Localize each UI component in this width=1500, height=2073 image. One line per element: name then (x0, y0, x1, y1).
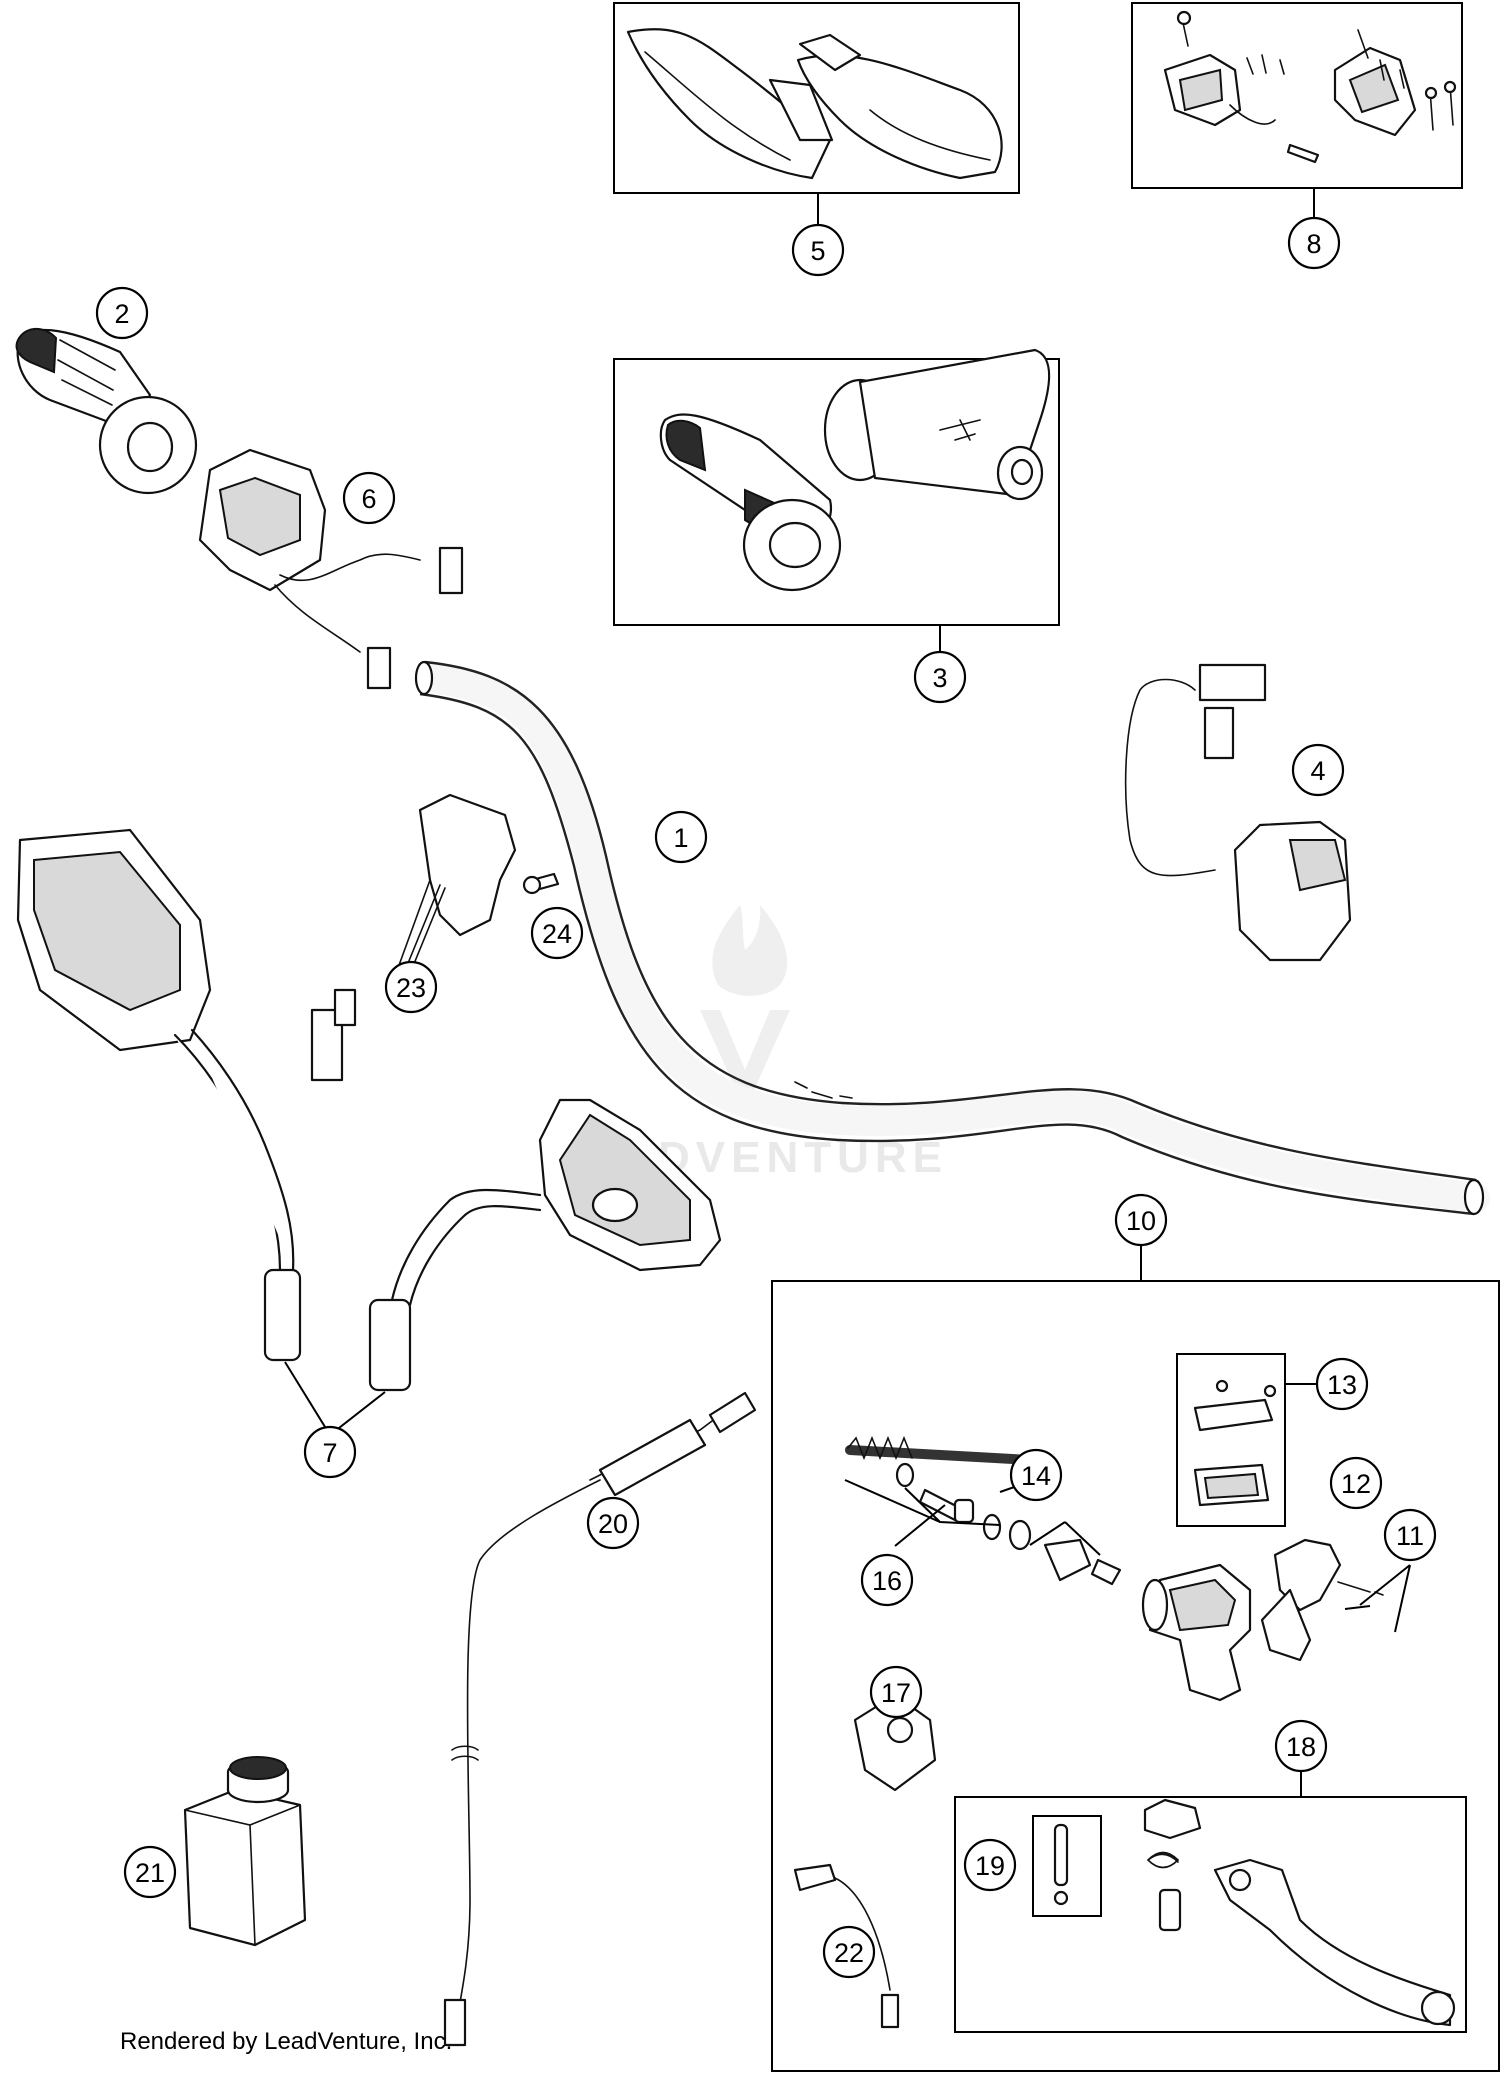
callout-14: 14 (1009, 1448, 1063, 1502)
callout-13: 13 (1315, 1357, 1369, 1411)
callout-19: 19 (963, 1838, 1017, 1892)
callout-4: 4 (1291, 743, 1345, 797)
callout-label: 2 (114, 299, 129, 329)
grip-set (659, 348, 1051, 592)
callout-label: 24 (542, 919, 572, 949)
hand-guards (626, 28, 1003, 180)
callout-label: 4 (1310, 756, 1325, 786)
callout-label: 23 (396, 973, 426, 1003)
right-mirror (368, 1098, 722, 1392)
callout-label: 17 (881, 1678, 911, 1708)
master-cylinder (1141, 1538, 1342, 1702)
callout-label: 3 (932, 663, 947, 693)
callout-21: 21 (123, 1845, 177, 1899)
callout-label: 16 (872, 1566, 902, 1596)
callout-label: 10 (1126, 1206, 1156, 1236)
callout-12: 12 (1329, 1456, 1383, 1510)
clutch-hose (443, 1391, 757, 2047)
callout-17: 17 (869, 1665, 923, 1719)
box-19 (1032, 1815, 1102, 1917)
callout-3: 3 (913, 650, 967, 704)
callout-label: 22 (834, 1938, 864, 1968)
callout-label: 6 (361, 484, 376, 514)
callout-label: 19 (975, 1851, 1005, 1881)
callout-16: 16 (860, 1553, 914, 1607)
footer-credit: Rendered by LeadVenture, Inc. (120, 2028, 453, 2055)
reservoir-cover (1193, 1379, 1277, 1507)
callout-label: 21 (135, 1858, 165, 1888)
callout-label: 20 (598, 1509, 628, 1539)
callout-label: 12 (1341, 1469, 1371, 1499)
box-18 (954, 1796, 1467, 2033)
callout-label: 13 (1327, 1370, 1357, 1400)
callout-20: 20 (586, 1496, 640, 1550)
box-10 (771, 1280, 1500, 2072)
throttle-sensor (310, 793, 560, 1082)
callout-1: 1 (654, 810, 708, 864)
brake-light-switch (793, 1863, 900, 2029)
callout-5: 5 (791, 223, 845, 277)
callout-label: 5 (810, 236, 825, 266)
callout-18: 18 (1274, 1719, 1328, 1773)
handlebar-clamps (1163, 10, 1457, 164)
hydraulic-oil-bottle (183, 1756, 307, 1947)
callout-22: 22 (822, 1925, 876, 1979)
callout-label: 1 (673, 823, 688, 853)
left-switch-assembly (198, 448, 464, 690)
left-grip (15, 327, 198, 495)
callout-2: 2 (95, 286, 149, 340)
box-8 (1131, 2, 1463, 189)
callout-label: 14 (1021, 1461, 1051, 1491)
callout-10: 10 (1114, 1193, 1168, 1247)
callout-6: 6 (342, 471, 396, 525)
piston-kit (845, 1435, 1384, 1596)
callout-label: 18 (1286, 1732, 1316, 1762)
box-3 (613, 358, 1060, 626)
right-switch-assembly (1124, 663, 1352, 962)
callout-label: 11 (1396, 1521, 1424, 1551)
callout-8: 8 (1287, 216, 1341, 270)
box-5 (613, 2, 1020, 194)
callout-label: 8 (1306, 229, 1321, 259)
callout-23: 23 (384, 960, 438, 1014)
left-mirror (16, 828, 302, 1362)
callout-11: 11 (1383, 1508, 1437, 1562)
callout-24: 24 (530, 906, 584, 960)
handlebar (414, 660, 1490, 1216)
callout-7: 7 (303, 1425, 357, 1479)
box-13 (1176, 1353, 1286, 1527)
callout-label: 7 (322, 1438, 337, 1468)
lever-parts (1053, 1798, 1456, 2027)
